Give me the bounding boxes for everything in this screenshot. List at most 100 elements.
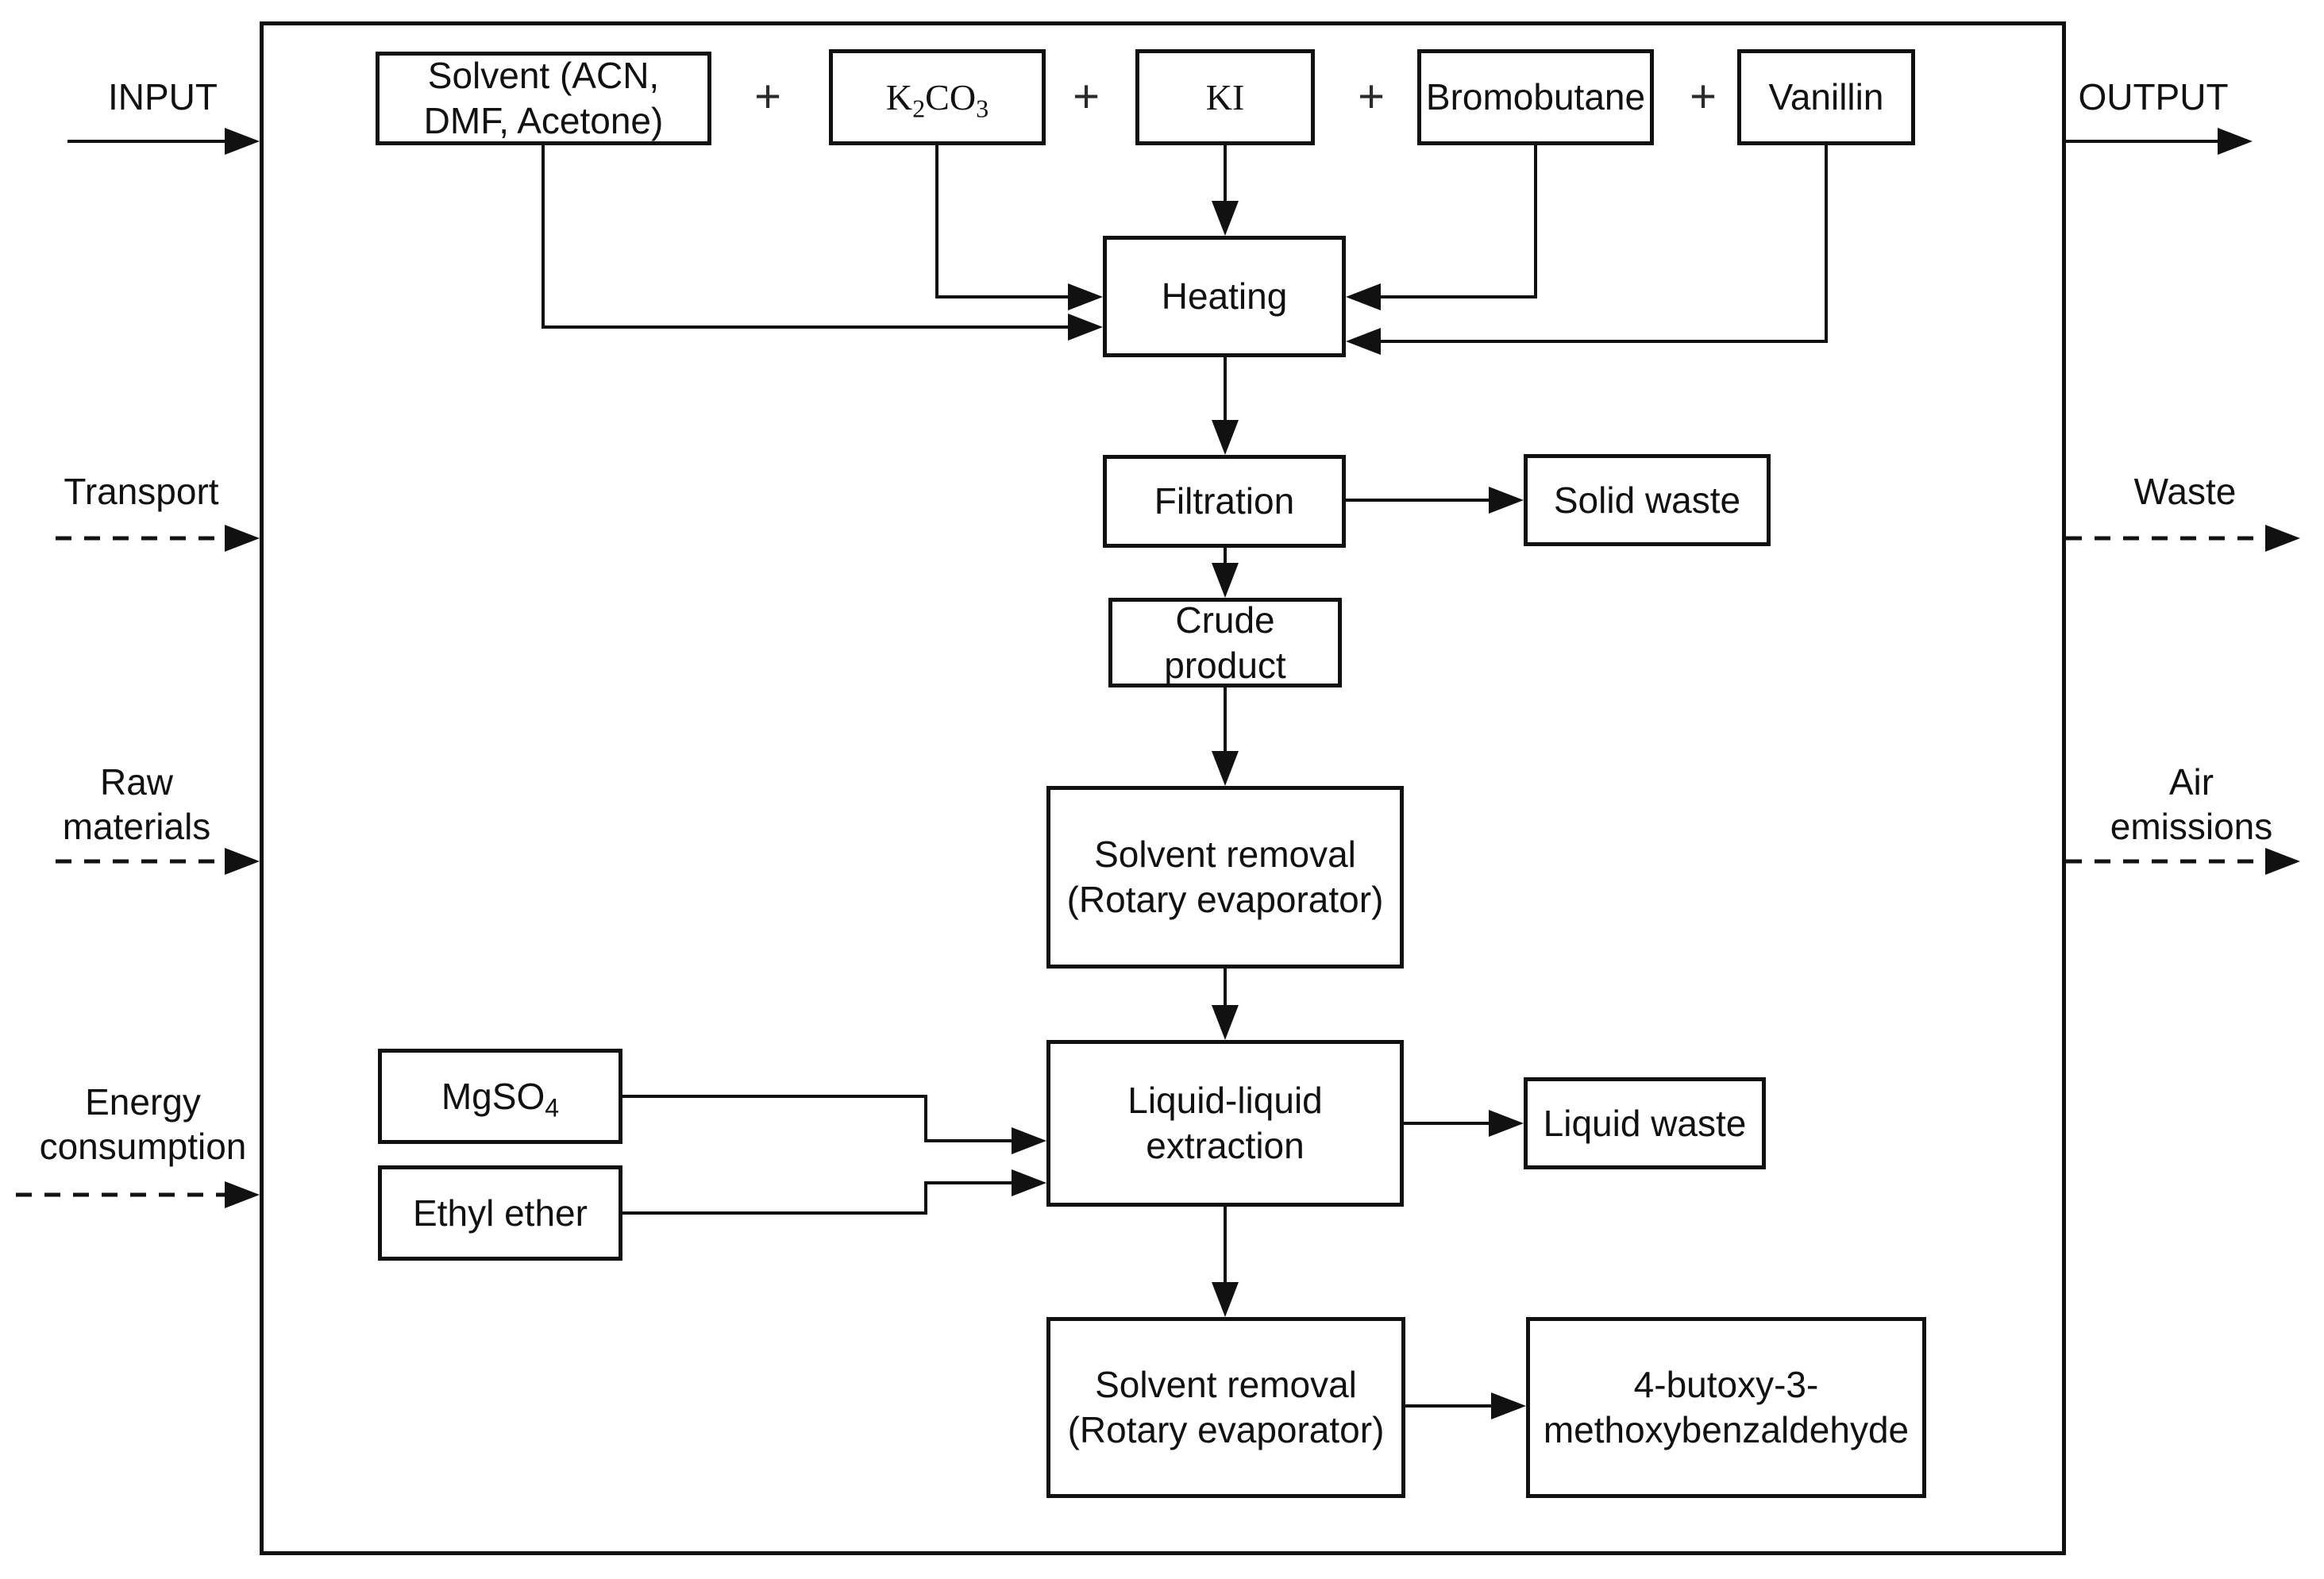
- liquid-liquid-extraction-box: Liquid-liquid extraction: [1046, 1040, 1404, 1207]
- extraction-to-liquid-waste-arrow: [1404, 1110, 1524, 1137]
- vanillin-to-heating-arrowhead: [1346, 328, 1381, 355]
- k2co3-sub1: 2: [912, 94, 926, 123]
- liquid-waste-box: Liquid waste: [1524, 1077, 1766, 1169]
- ethyl-ether-box: Ethyl ether: [378, 1165, 622, 1261]
- crude-to-solvent-removal-arrowhead: [1212, 751, 1239, 786]
- bromobutane-box: Bromobutane: [1417, 49, 1654, 145]
- solvent-removal-2-line2: (Rotary evaporator): [1067, 1409, 1385, 1450]
- solvent-removal-to-extraction-arrowhead: [1212, 1005, 1239, 1040]
- output-label: OUTPUT: [2058, 75, 2249, 119]
- crude-to-solvent-removal-arrow: [1212, 687, 1239, 786]
- heating-to-filtration-arrowhead: [1212, 420, 1239, 455]
- solvent-removal-1-box: Solvent removal (Rotary evaporator): [1046, 786, 1404, 969]
- mgso4-sub: 4: [545, 1093, 560, 1123]
- input-label: INPUT: [67, 75, 258, 119]
- output-arrowhead: [2218, 128, 2253, 155]
- air-emissions-arrowhead: [2265, 848, 2300, 875]
- filtration-label: Filtration: [1154, 480, 1295, 522]
- heating-box: Heating: [1103, 236, 1346, 357]
- heating-label: Heating: [1161, 275, 1288, 317]
- k2co3-to-heating-line: [935, 145, 1068, 298]
- waste-label-text: Waste: [2133, 471, 2237, 512]
- waste-arrow: [2066, 525, 2300, 552]
- mgso4-formula: MgSO4: [441, 1074, 560, 1123]
- solvent-to-heating-arrow: [541, 145, 1103, 341]
- solvent-removal2-to-product-arrowhead: [1491, 1392, 1526, 1419]
- mgso4-to-extraction-arrowhead: [1012, 1127, 1046, 1154]
- mgso4-to-extraction-line: [622, 1095, 1012, 1142]
- product-line1: 4-butoxy-3-: [1633, 1364, 1819, 1405]
- bromobutane-to-heating-line: [1381, 145, 1537, 298]
- solvent-line2: DMF, Acetone): [423, 100, 664, 141]
- product-line2: methoxybenzaldehyde: [1543, 1409, 1910, 1450]
- extraction-line2: extraction: [1146, 1125, 1305, 1166]
- air-emissions-line1: Air: [2168, 761, 2214, 803]
- bromobutane-to-heating-arrow: [1346, 145, 1537, 310]
- waste-label: Waste: [2090, 469, 2280, 514]
- solvent-removal-1-line2: (Rotary evaporator): [1066, 879, 1384, 920]
- solvent-removal-2-line1: Solvent removal: [1095, 1364, 1357, 1405]
- k2co3-sub2: 3: [976, 94, 989, 123]
- crude-product-label: Crude product: [1164, 599, 1286, 686]
- energy-arrowhead: [225, 1181, 260, 1208]
- k2co3-base1: K: [885, 77, 913, 117]
- vanillin-to-heating-line: [1381, 145, 1828, 343]
- air-emissions-arrow: [2066, 848, 2300, 875]
- raw-materials-label: Raw materials: [33, 760, 240, 849]
- raw-materials-line1: Raw: [99, 761, 174, 803]
- transport-label: Transport: [38, 469, 245, 514]
- extraction-to-solvent-removal2-arrow: [1212, 1207, 1239, 1317]
- solvent-removal-1-line1: Solvent removal: [1094, 834, 1356, 875]
- bromobutane-label: Bromobutane: [1425, 76, 1646, 117]
- ethyl-ether-to-extraction-arrow: [622, 1169, 1046, 1215]
- output-label-text: OUTPUT: [2078, 76, 2229, 117]
- filtration-box: Filtration: [1103, 455, 1346, 548]
- solvent-line1: Solvent (ACN,: [427, 55, 660, 96]
- raw-materials-arrowhead: [225, 848, 260, 875]
- heating-to-filtration-arrow: [1212, 357, 1239, 455]
- solvent-removal2-to-product-arrow: [1405, 1392, 1526, 1419]
- k2co3-formula: K2CO3: [885, 75, 989, 123]
- input-label-text: INPUT: [108, 76, 218, 117]
- air-emissions-label: Air emissions: [2096, 760, 2287, 849]
- ki-box: KI: [1135, 49, 1315, 145]
- product-box: 4-butoxy-3- methoxybenzaldehyde: [1526, 1317, 1926, 1498]
- input-arrowhead: [225, 128, 260, 155]
- k2co3-base2: CO: [925, 77, 977, 117]
- filtration-to-crude-arrowhead: [1212, 563, 1239, 598]
- plus-operator-2: +: [1073, 71, 1100, 122]
- solvent-to-heating-arrowhead: [1068, 314, 1103, 341]
- raw-materials-line2: materials: [62, 806, 211, 847]
- energy-line1: Energy: [85, 1081, 201, 1123]
- raw-materials-arrow: [56, 848, 260, 875]
- ki-label: KI: [1205, 77, 1245, 117]
- energy-consumption-label: Energy consumption: [24, 1080, 262, 1169]
- transport-arrow: [56, 525, 260, 552]
- ki-to-heating-arrow: [1212, 145, 1239, 236]
- energy-line2: consumption: [39, 1126, 247, 1167]
- plus-operator-4: +: [1690, 71, 1717, 122]
- extraction-to-solvent-removal2-arrowhead: [1212, 1282, 1239, 1317]
- solvent-box: Solvent (ACN, DMF, Acetone): [376, 52, 711, 145]
- liquid-waste-label: Liquid waste: [1543, 1102, 1747, 1144]
- bromobutane-to-heating-arrowhead: [1346, 283, 1381, 310]
- air-emissions-line2: emissions: [2110, 806, 2273, 847]
- extraction-line1: Liquid-liquid: [1127, 1080, 1323, 1121]
- filtration-to-solid-waste-arrowhead: [1489, 487, 1524, 514]
- mgso4-to-extraction-arrow: [622, 1095, 1046, 1154]
- output-arrow: [2066, 128, 2253, 155]
- vanillin-label: Vanillin: [1768, 76, 1884, 117]
- solvent-removal-2-box: Solvent removal (Rotary evaporator): [1046, 1317, 1405, 1498]
- solid-waste-label: Solid waste: [1553, 479, 1741, 521]
- vanillin-box: Vanillin: [1737, 49, 1915, 145]
- filtration-to-solid-waste-arrow: [1346, 487, 1524, 514]
- plus-operator-3: +: [1358, 71, 1385, 122]
- k2co3-to-heating-arrow: [935, 145, 1103, 310]
- system-boundary-box: [260, 21, 2066, 1555]
- ki-to-heating-arrowhead: [1212, 201, 1239, 236]
- waste-arrowhead: [2265, 525, 2300, 552]
- input-arrow: [67, 128, 260, 155]
- crude-product-box: Crude product: [1108, 598, 1342, 687]
